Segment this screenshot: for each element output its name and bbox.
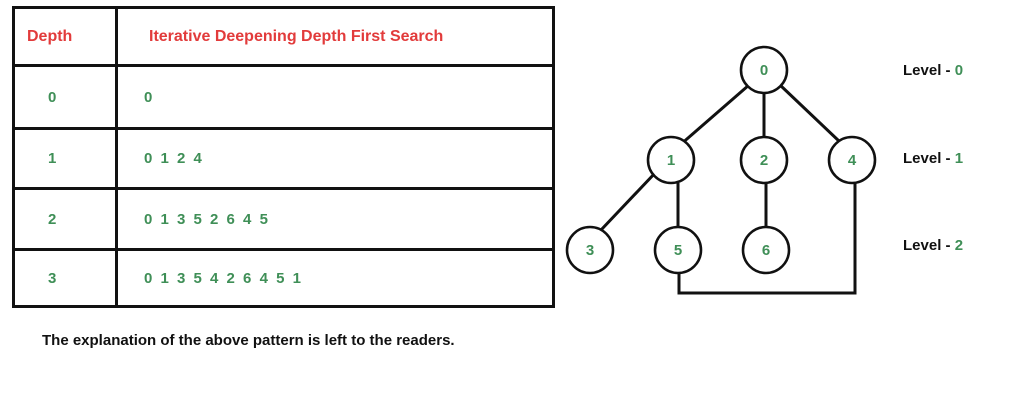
depth-cell: 3	[12, 248, 118, 308]
footnote: The explanation of the above pattern is …	[42, 332, 455, 349]
depth-cell: 2	[12, 187, 118, 251]
iddfs-table: Depth Iterative Deepening Depth First Se…	[12, 6, 555, 308]
depth-cell: 1	[12, 127, 118, 190]
sequence-cell: 0 1 3 5 2 6 4 5	[115, 187, 555, 251]
node-label: 0	[760, 62, 768, 79]
tree-node: 0	[739, 45, 789, 95]
level-text: Level -	[903, 62, 955, 79]
sequence-cell: 0	[115, 64, 555, 130]
iddfs-header: Iterative Deepening Depth First Search	[115, 6, 555, 67]
tree-node: 1	[646, 135, 696, 185]
level-number: 2	[954, 237, 964, 254]
sequence-cell: 0 1 2 4	[115, 127, 555, 190]
level-number: 0	[954, 62, 964, 79]
table-row: 0 0	[12, 64, 555, 130]
level-label: Level - 2	[903, 237, 963, 254]
tree-node: 5	[653, 225, 703, 275]
node-label: 6	[762, 242, 770, 259]
sequence-cell: 0 1 3 5 4 2 6 4 5 1	[115, 248, 555, 308]
table-row: 1 0 1 2 4	[12, 127, 555, 190]
node-label: 4	[848, 152, 857, 169]
level-number: 1	[954, 150, 964, 167]
node-label: 2	[760, 152, 768, 169]
level-label: Level - 1	[903, 150, 963, 167]
level-text: Level -	[903, 237, 955, 254]
edge-0-1	[679, 83, 750, 147]
tree-node: 4	[827, 135, 877, 185]
tree-node: 3	[565, 225, 615, 275]
tree-node: 6	[741, 225, 791, 275]
node-label: 3	[586, 242, 594, 259]
edge-4-5	[677, 181, 857, 295]
depth-cell: 0	[12, 64, 118, 130]
table-header-row: Depth Iterative Deepening Depth First Se…	[12, 6, 555, 67]
table-row: 3 0 1 3 5 4 2 6 4 5 1	[12, 248, 555, 308]
tree-node: 2	[739, 135, 789, 185]
level-label: Level - 0	[903, 62, 963, 79]
node-label: 1	[667, 152, 675, 169]
edge-1-3	[599, 170, 658, 232]
node-label: 5	[674, 242, 682, 259]
level-text: Level -	[903, 150, 955, 167]
edge-0-4	[778, 83, 842, 144]
depth-header: Depth	[12, 6, 118, 67]
table-row: 2 0 1 3 5 2 6 4 5	[12, 187, 555, 251]
